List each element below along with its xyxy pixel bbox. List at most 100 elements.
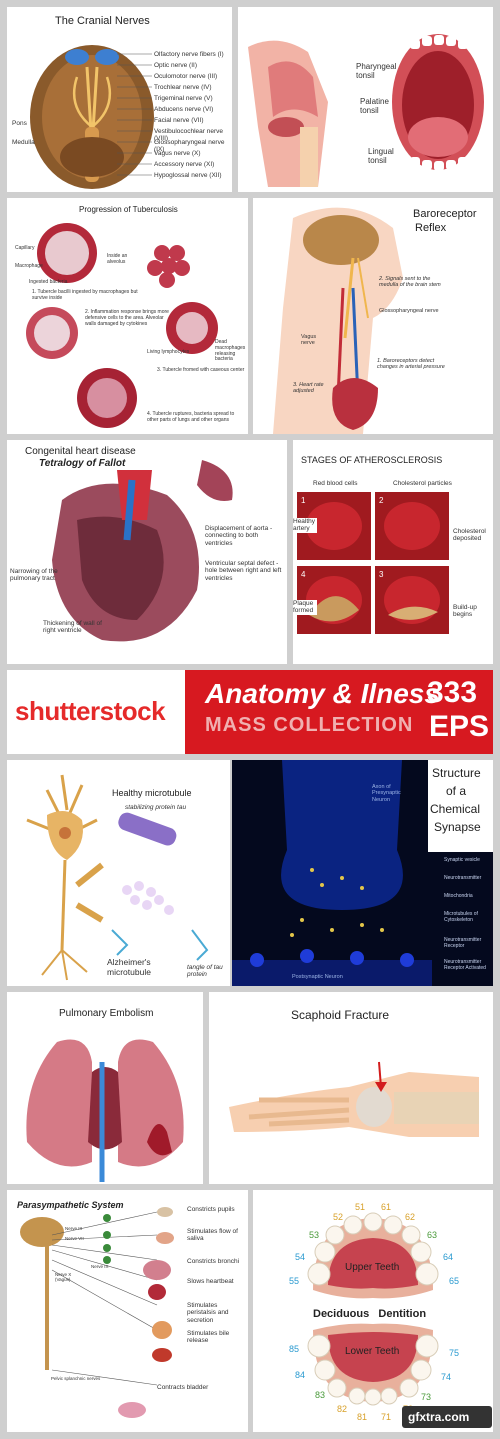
pons-label: Pons: [12, 120, 27, 127]
athero-n1: 1: [301, 496, 306, 505]
tb-dead: Dead macrophages releasing bacteria: [215, 339, 246, 363]
tuberculosis-panel: Progression of Tuberculosis Capillary Ma…: [7, 198, 248, 434]
synapse-title-2: of a: [446, 784, 467, 798]
baro-detect: 1. Baroreceptors detect changes in arter…: [377, 358, 445, 371]
fallot-septal: Ventricular septal defect - hole between…: [205, 560, 282, 582]
logo-o-icon: o: [121, 696, 138, 726]
synapse-legend-2: Neurotransmitter: [444, 875, 482, 881]
athero-rbc: Red blood cells: [313, 480, 358, 487]
cranial-label: Olfactory nerve fibers (I): [154, 51, 224, 58]
athero-n4: 4: [301, 570, 306, 579]
hand-illustration: [229, 1061, 479, 1137]
para-effect: Contracts bladder: [157, 1384, 209, 1391]
fallot-title-2: Tetralogy of Fallot: [39, 458, 126, 469]
tb-step1: 1. Tubercle bacilli ingested by macropha…: [32, 289, 138, 301]
shutterstock-logo: shutterstock: [15, 696, 166, 727]
tb-macrophage: Macrophage: [15, 263, 43, 269]
synapse-title-box: Structure of a Chemical Synapse: [428, 760, 493, 852]
athero-buildup: Build-up begins: [453, 604, 477, 619]
tooth-number: 73: [421, 1392, 432, 1402]
embolism-title: Pulmonary Embolism: [59, 1008, 154, 1019]
palatine-tonsil-label: Palatine tonsil: [360, 97, 389, 116]
cranial-label: Hypoglossal nerve (XII): [154, 172, 222, 179]
tonsils-panel: Pharyngeal tonsil Palatine tonsil Lingua…: [238, 7, 493, 192]
baroreceptor-illustration: [273, 207, 403, 434]
synapse-panel: Axon of Presynaptic Neuron Postsynaptic …: [232, 760, 493, 986]
athero-title: STAGES OF ATHEROSCLEROSIS: [301, 455, 443, 465]
synapse-illustration: [232, 760, 432, 986]
parasympathetic-panel: Parasympathetic System Constricts pupils…: [7, 1190, 248, 1432]
fallot-thickening: Thickening of wall of right ventricle: [43, 620, 102, 635]
alz-stabilizing: stabilizing protein tau: [125, 804, 187, 811]
tooth-number: 71: [381, 1412, 392, 1422]
tooth-number: 53: [309, 1230, 320, 1240]
baro-title-1: Baroreceptor: [413, 208, 477, 220]
tb-step2: 2. Inflammation response brings more def…: [85, 309, 169, 327]
tooth-number: 64: [443, 1252, 454, 1262]
banner-title: Anatomy & Ilness: [205, 678, 440, 709]
synapse-legend-3: Mitochondria: [444, 893, 473, 899]
tb-step4: 4. Tubercle ruptures, bacteria spread to…: [147, 411, 235, 423]
tooth-number: 51: [355, 1202, 366, 1212]
para-nerve: Pelvic splanchnic nerves: [51, 1376, 101, 1381]
synapse-title-1: Structure: [432, 766, 481, 780]
athero-healthy: Healthy artery: [293, 518, 317, 533]
tooth-number: 75: [449, 1348, 460, 1358]
tooth-number: 52: [333, 1212, 344, 1222]
dentition-title: Deciduous Dentition: [313, 1308, 427, 1320]
tooth-number: 65: [449, 1276, 460, 1286]
tb-living: Living lymphocytes: [147, 349, 190, 355]
athero-illustration: [297, 492, 449, 634]
pharyngeal-tonsil-label: Pharyngeal tonsil: [356, 62, 397, 81]
tb-step3: 3. Tubercle fromed with caseous center: [157, 367, 245, 373]
scaphoid-title: Scaphoid Fracture: [291, 1008, 390, 1022]
athero-cholesterol: Cholesterol particles: [393, 480, 452, 487]
scaphoid-panel: Scaphoid Fracture: [209, 992, 493, 1184]
cranial-label: Vestibulocochlear nerve (VIII): [154, 128, 224, 143]
tooth-number: 62: [405, 1212, 416, 1222]
watermark: gfxtra.com: [402, 1406, 492, 1428]
alzheimer-panel: Healthy microtubule stabilizing protein …: [7, 760, 230, 986]
cranial-label: Accessory nerve (XI): [154, 161, 215, 168]
baro-glosso: Glossopharyngeal nerve: [379, 308, 439, 314]
cranial-label: Trigeminal nerve (V): [154, 95, 213, 102]
banner-panel: shutterstock Anatomy & Ilness MASS COLLE…: [7, 670, 493, 754]
tooth-number: 55: [289, 1276, 300, 1286]
cranial-label: Optic nerve (II): [154, 62, 197, 69]
synapse-title-3: Chemical: [430, 802, 481, 816]
neuron-illustration: [26, 774, 209, 981]
fallot-narrowing: Narrowing of the pulmonary tract: [10, 568, 58, 583]
baro-vagus: Vagus nerve: [301, 334, 317, 347]
para-effect: Slows heartbeat: [187, 1278, 234, 1285]
parasympathetic-illustration: [20, 1207, 174, 1418]
tooth-number: 54: [295, 1252, 306, 1262]
watermark-text: gfxtra.com: [408, 1410, 470, 1424]
synapse-legend-5: Neurotransmitter Receptor: [444, 937, 482, 949]
cranial-nerves-panel: The Cranial Nerves Olfactory nerve fiber…: [7, 7, 232, 192]
tooth-number: 81: [357, 1412, 368, 1422]
synapse-post: Postsynaptic Neuron: [292, 974, 343, 980]
athero-n2: 2: [379, 496, 384, 505]
tb-ingested: Ingested bacteria: [29, 279, 68, 285]
cranial-label: Oculomotor nerve (III): [154, 73, 218, 80]
banner-red-box: Anatomy & Ilness MASS COLLECTION 333 EPS: [185, 670, 493, 754]
brain-illustration: [30, 45, 154, 189]
para-nerve: Nerve IX: [91, 1264, 109, 1269]
tooth-number: 83: [315, 1390, 326, 1400]
upper-teeth-label: Upper Teeth: [345, 1262, 400, 1273]
logo-part-b: ck: [137, 696, 166, 726]
embolism-panel: Pulmonary Embolism: [7, 992, 203, 1184]
synapse-legend-4: Microtubules of Cytoskeleton: [444, 911, 478, 923]
cranial-label: Abducens nerve (VI): [154, 106, 214, 113]
banner-count: 333: [427, 676, 478, 709]
dentition-panel: Upper Teeth Deciduous Dentition Lower Te…: [253, 1190, 493, 1432]
lower-teeth-label: Lower Teeth: [345, 1346, 400, 1357]
alz-healthy: Healthy microtubule: [112, 788, 192, 798]
heart-illustration: [52, 460, 233, 642]
cranial-label: Facial nerve (VII): [154, 117, 204, 124]
cranial-title: The Cranial Nerves: [55, 15, 150, 27]
banner-subtitle: MASS COLLECTION: [205, 714, 414, 736]
tb-illustration: [26, 223, 218, 428]
lingual-tonsil-label: Lingual tonsil: [368, 147, 394, 166]
athero-plaque: Plaque formed: [293, 600, 317, 615]
